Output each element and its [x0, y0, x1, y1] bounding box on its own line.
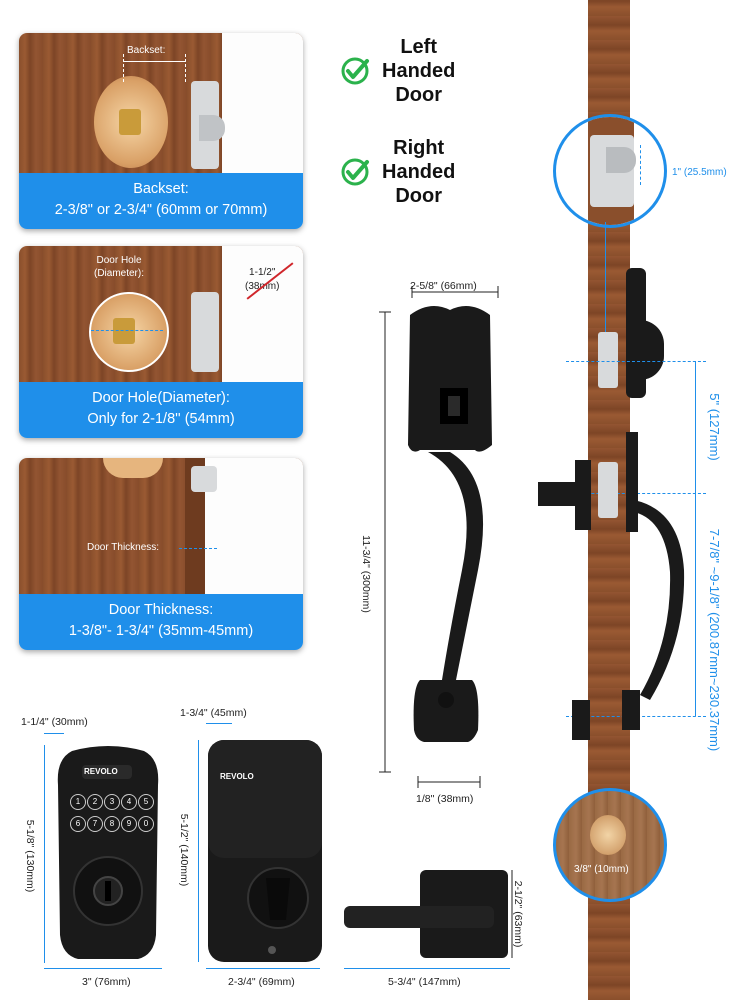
side-handle	[622, 500, 685, 730]
backset-photo-label: Backset:	[127, 45, 166, 56]
door-hole-photo-label: Door Hole (Diameter):	[93, 255, 144, 279]
keypad-key[interactable]: 3	[104, 794, 120, 810]
keypad-key[interactable]: 0	[138, 816, 154, 832]
door-hole-photo: Door Hole (Diameter): 1-1/2" (38mm)	[19, 246, 303, 382]
left-handed-text: Left Handed Door	[382, 36, 456, 106]
door-hole-caption-title: Door Hole(Diameter):	[92, 390, 230, 406]
latch-face-size: 1" (25.5mm)	[672, 167, 727, 178]
interior-unit	[208, 740, 322, 962]
latch-spacing: 5" (127mm)	[707, 393, 722, 461]
keypad-width: 3" (76mm)	[82, 976, 131, 988]
thickness-caption: Door Thickness: 1-3/8"- 1-3/4" (35mm-45m…	[19, 594, 303, 650]
keypad-depth: 1-1/4" (30mm)	[21, 716, 88, 728]
backset-card: Backset: Backset: 2-3/8" or 2-3/4" (60mm…	[19, 33, 303, 229]
thickness-photo: Door Thickness:	[19, 458, 303, 594]
keypad-key[interactable]: 4	[121, 794, 137, 810]
keypad-brand: REVOLO	[84, 767, 118, 776]
keypad-exterior	[57, 746, 159, 959]
check-icon	[341, 57, 369, 85]
keypad-key[interactable]: 6	[70, 816, 86, 832]
check-icon	[341, 158, 369, 186]
interior-depth: 1-3/4" (45mm)	[180, 707, 247, 719]
thickness-caption-value: 1-3/8"- 1-3/4" (35mm-45mm)	[68, 623, 254, 639]
backset-caption-value: 2-3/8" or 2-3/4" (60mm or 70mm)	[54, 202, 268, 218]
keypad-key[interactable]: 1	[70, 794, 86, 810]
keypad-key[interactable]: 2	[87, 794, 103, 810]
thickness-card: Door Thickness: Door Thickness: 1-3/8"- …	[19, 458, 303, 650]
keypad-key[interactable]: 5	[138, 794, 154, 810]
keypad-key[interactable]: 9	[121, 816, 137, 832]
handle-span: 7-7/8" ~9-1/8" (200.87mm~230.37mm)	[707, 528, 722, 752]
handleset-bottom-width: 1/8" (38mm)	[416, 793, 474, 805]
keypad-key[interactable]: 7	[87, 816, 103, 832]
door-hole-caption: Door Hole(Diameter): Only for 2-1/8'' (5…	[19, 382, 303, 438]
right-handed-text: Right Handed Door	[382, 137, 456, 207]
lever-handle	[344, 870, 513, 958]
lever-height: 2-1/2" (63mm)	[512, 880, 524, 948]
interior-brand: REVOLO	[220, 772, 254, 781]
backset-caption-title: Backset:	[133, 181, 189, 197]
lever-width: 5-3/4" (147mm)	[388, 976, 461, 988]
interior-height: 5-1/2" (140mm)	[178, 813, 190, 887]
latch-zoom-circle	[553, 114, 667, 228]
door-hole-card: Door Hole (Diameter): 1-1/2" (38mm) Door…	[19, 246, 303, 438]
handleset-top-width: 2-5/8" (66mm)	[410, 280, 477, 292]
crossed-size-label: 1-1/2" (38mm)	[245, 267, 279, 292]
thickness-photo-label: Door Thickness:	[87, 542, 160, 553]
keypad-height: 5-1/8" (130mm)	[24, 819, 36, 893]
right-handed-row: Right Handed Door	[340, 136, 455, 208]
thickness-caption-title: Door Thickness:	[108, 602, 214, 618]
backset-caption: Backset: 2-3/8" or 2-3/4" (60mm or 70mm)	[19, 173, 303, 229]
interior-width: 2-3/4" (69mm)	[228, 976, 295, 988]
handleset-diagram	[379, 286, 499, 788]
keypad-grid: 1 2 3 4 5 6 7 8 9 0	[70, 794, 154, 832]
handleset-height: 11-3/4" (300mm)	[360, 535, 372, 613]
hole-size: 3/8" (10mm)	[574, 864, 629, 875]
hole-zoom-circle	[553, 788, 667, 902]
door-hole-caption-value: Only for 2-1/8'' (54mm)	[87, 411, 235, 427]
backset-photo: Backset:	[19, 33, 303, 173]
keypad-key[interactable]: 8	[104, 816, 120, 832]
left-handed-row: Left Handed Door	[340, 35, 455, 107]
